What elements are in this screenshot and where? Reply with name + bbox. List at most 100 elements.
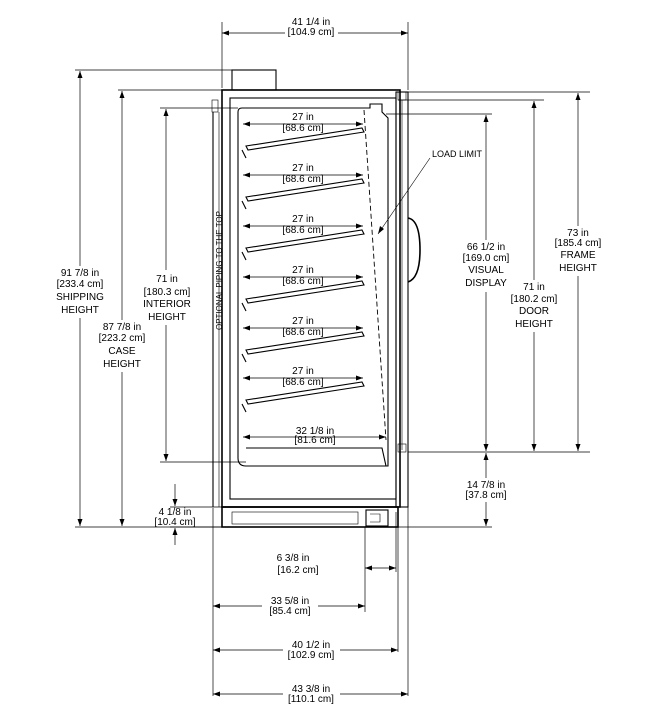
interior-depth-dim <box>213 603 365 609</box>
bottom-deck-board <box>246 447 387 467</box>
svg-text:4 1/8 in: 4 1/8 in <box>159 507 192 518</box>
arrowhead <box>77 519 83 526</box>
bottom-clearance-label: 14 7/8 in [37.8 cm] <box>465 480 506 501</box>
svg-text:[104.9 cm]: [104.9 cm] <box>288 27 335 38</box>
shelf <box>241 223 365 261</box>
svg-text:HEIGHT: HEIGHT <box>515 319 553 330</box>
arrowhead <box>391 647 398 653</box>
overall-width-dim <box>222 30 408 36</box>
shipping-height-dim <box>77 71 83 526</box>
arrowhead <box>356 223 363 229</box>
arrowhead <box>483 519 489 526</box>
svg-text:[102.9 cm]: [102.9 cm] <box>288 650 335 661</box>
arrowhead <box>172 499 178 506</box>
arrowhead <box>243 121 250 127</box>
arrowhead <box>243 172 250 178</box>
arrowhead <box>172 528 178 535</box>
frame-height-label: 73 in [185.4 cm] FRAME HEIGHT <box>555 228 602 274</box>
base-grille[interactable] <box>365 509 389 527</box>
overall-depth-dim <box>213 691 408 697</box>
shipping-height-label: 91 7/8 in [233.4 cm] SHIPPING HEIGHT <box>56 268 104 316</box>
frame-height-dim <box>575 93 581 451</box>
arrowhead <box>163 109 169 116</box>
svg-text:91 7/8 in: 91 7/8 in <box>61 268 99 279</box>
overall-width-label: 41 1/4 in [104.9 cm] <box>288 17 335 38</box>
shelves <box>241 121 387 467</box>
top-compressor-box <box>231 69 277 91</box>
interior-depth-label: 33 5/8 in [85.4 cm] <box>269 596 310 617</box>
svg-text:43 3/8 in: 43 3/8 in <box>292 684 330 695</box>
arrowhead <box>222 30 229 36</box>
shelf-board <box>245 178 365 202</box>
arrowhead <box>483 453 489 460</box>
arrowhead <box>356 172 363 178</box>
shelf-lip <box>241 251 247 261</box>
shelf-label-in: 27 in <box>292 163 314 174</box>
svg-text:[85.4 cm]: [85.4 cm] <box>269 606 310 617</box>
svg-text:HEIGHT: HEIGHT <box>559 263 597 274</box>
svg-text:FRAME: FRAME <box>561 250 596 261</box>
svg-text:71 in: 71 in <box>156 274 178 285</box>
shelf-label-cm: [68.6 cm] <box>282 377 323 388</box>
arrowhead <box>243 223 250 229</box>
shelf-board <box>245 127 365 151</box>
arrowhead <box>243 434 250 440</box>
svg-text:6 3/8 in: 6 3/8 in <box>277 553 310 564</box>
visual-display-dim <box>483 115 489 451</box>
arrowhead <box>356 375 363 381</box>
svg-text:[10.4 cm]: [10.4 cm] <box>154 517 195 528</box>
svg-text:[81.6 cm]: [81.6 cm] <box>294 435 335 446</box>
case-height-label: 87 7/8 in [223.2 cm] CASE HEIGHT <box>99 322 146 370</box>
case-depth-dim <box>213 647 398 653</box>
base-grille-clip <box>370 513 381 523</box>
shelf-lip <box>241 149 247 159</box>
shelf-label-cm: [68.6 cm] <box>282 276 323 287</box>
svg-text:[180.3 cm]: [180.3 cm] <box>144 287 191 298</box>
load-limit-leader <box>377 157 431 235</box>
svg-text:LOAD LIMIT: LOAD LIMIT <box>432 149 483 159</box>
interior-liner <box>237 103 389 467</box>
svg-text:71 in: 71 in <box>523 282 545 293</box>
arrowhead <box>119 91 125 98</box>
arrowhead <box>213 647 220 653</box>
shelf <box>241 121 365 159</box>
arrowhead <box>77 71 83 78</box>
arrowhead <box>356 274 363 280</box>
case-depth-label: 40 1/2 in [102.9 cm] <box>288 640 335 661</box>
arrowhead <box>243 375 250 381</box>
shelf-label-cm: [68.6 cm] <box>282 225 323 236</box>
svg-text:87 7/8 in: 87 7/8 in <box>103 322 141 333</box>
arrowhead <box>356 325 363 331</box>
shelf <box>241 375 365 413</box>
svg-text:[110.1 cm]: [110.1 cm] <box>288 694 334 705</box>
door-hinge-bottom <box>397 443 407 453</box>
load-limit-line <box>363 109 387 441</box>
svg-text:[233.4 cm]: [233.4 cm] <box>57 279 104 290</box>
svg-text:INTERIOR: INTERIOR <box>143 299 191 310</box>
shelf-label-cm: [68.6 cm] <box>282 174 323 185</box>
load-limit-label: LOAD LIMIT <box>377 149 483 235</box>
bottom-deck <box>243 434 387 467</box>
dimension-lines <box>75 22 590 697</box>
svg-text:SHIPPING: SHIPPING <box>56 292 104 303</box>
bottom-shelf-depth-label: 32 1/8 in [81.6 cm] <box>294 426 335 446</box>
base-inner <box>231 511 359 525</box>
svg-text:66 1/2 in: 66 1/2 in <box>467 242 505 253</box>
base-height-label: 4 1/8 in [10.4 cm] <box>154 507 195 528</box>
svg-text:14 7/8 in: 14 7/8 in <box>467 480 505 491</box>
load-limit-arrow <box>378 226 384 234</box>
arrowhead <box>213 603 220 609</box>
door-handle[interactable] <box>407 217 421 283</box>
shelf-lip <box>241 353 247 363</box>
arrowhead <box>358 603 365 609</box>
svg-text:[37.8 cm]: [37.8 cm] <box>465 490 506 501</box>
bottom-clearance-dim <box>483 453 489 526</box>
svg-text:CASE: CASE <box>108 346 136 357</box>
door-height-dim <box>531 101 537 451</box>
shelf-label-in: 27 in <box>292 316 314 327</box>
svg-text:DISPLAY: DISPLAY <box>465 278 507 289</box>
case-height-dim <box>119 91 125 526</box>
interior-height-dim <box>163 109 169 461</box>
shelf-label-in: 27 in <box>292 112 314 123</box>
svg-text:[185.4 cm]: [185.4 cm] <box>555 238 602 249</box>
